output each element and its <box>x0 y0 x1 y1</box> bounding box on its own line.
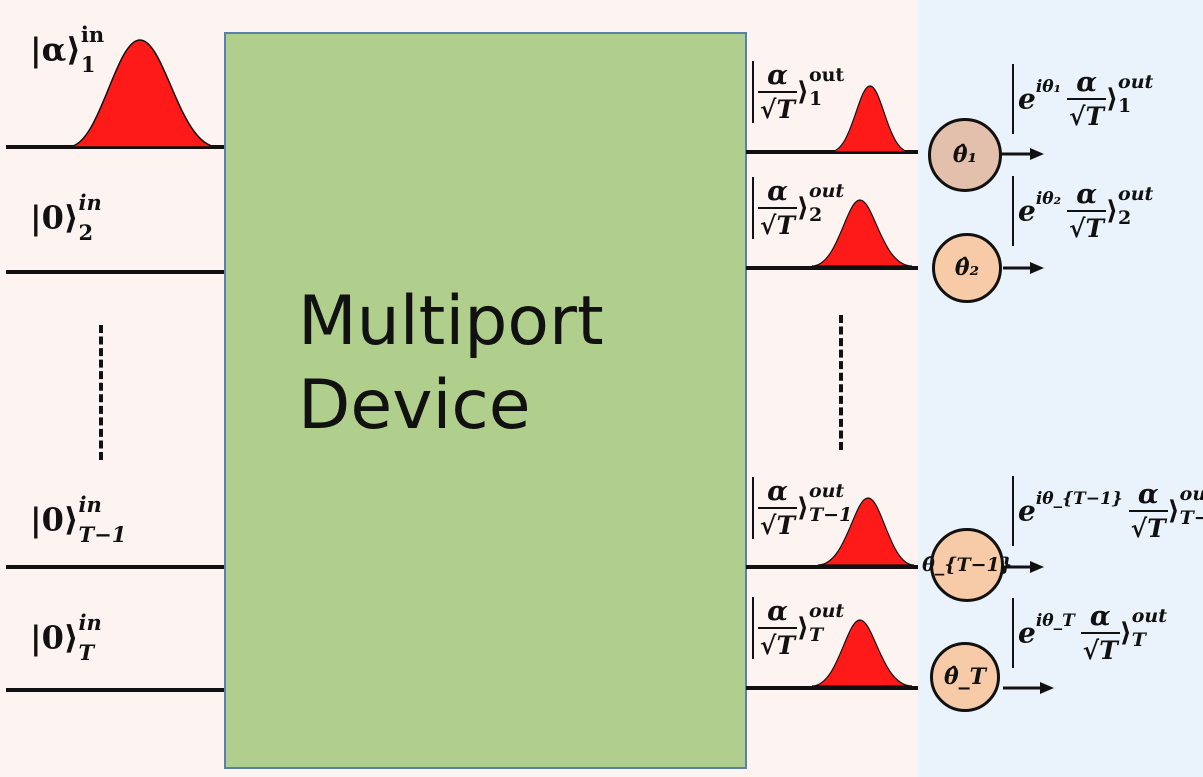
output-sup-1: out <box>808 64 845 86</box>
output-num-T: α <box>767 596 788 627</box>
output-sub-T-1: T−1 <box>808 504 853 526</box>
arrow-head-2 <box>1030 262 1044 274</box>
arrow-head-1 <box>1030 148 1044 160</box>
device-label-line2: Device <box>298 366 531 446</box>
output-pulse-2 <box>811 199 913 267</box>
input-sub-1: 1 <box>80 52 96 77</box>
output-num-1: α <box>767 60 788 91</box>
input-sub-T: T <box>78 640 95 665</box>
detector-T-1: θ̂_{T−1} <box>922 528 1012 602</box>
input-ellipsis-dashes <box>99 325 103 460</box>
output-pulse-1 <box>829 85 911 153</box>
detector-2: θ̂₂ <box>932 233 1002 303</box>
input-sub-T-1: T−1 <box>78 522 127 547</box>
multiport-device-box <box>224 32 747 769</box>
arrow-head-T <box>1040 682 1054 694</box>
output-pulse-T-1 <box>817 497 915 566</box>
input-pulse <box>67 39 219 148</box>
phase-exp-T-1: iθ_{T−1} <box>1035 489 1123 509</box>
output-sub-2: 2 <box>808 204 823 226</box>
input-ket-T-1: |0⟩ <box>30 500 79 539</box>
output-num-T-1: α <box>767 476 788 507</box>
input-ket-1: |α⟩ <box>30 30 81 69</box>
output-sup-2: out <box>808 180 845 202</box>
input-label-1: |α⟩in 1 <box>30 24 161 84</box>
output-ellipsis-dashes <box>839 315 843 450</box>
device-label: Multiport Device <box>298 280 604 449</box>
device-label-line1: Multiport <box>298 282 604 361</box>
input-sup-T: in <box>78 610 102 635</box>
output-sup-T: out <box>808 600 845 622</box>
input-ket-2: |0⟩ <box>30 198 79 237</box>
phase-exp-2: iθ₂ <box>1035 189 1062 209</box>
output-sup-T-1: out <box>808 480 845 502</box>
output-num-2: α <box>767 176 788 207</box>
input-sup-2: in <box>78 190 102 215</box>
input-label-2: |0⟩in 2 <box>30 192 159 252</box>
detector-T: θ̂_T <box>930 642 1000 712</box>
phase-exp-T: iθ_T <box>1035 611 1075 631</box>
output-sub-1: 1 <box>808 88 823 110</box>
arrow-head-T-1 <box>1030 561 1044 573</box>
phase-exp-1: iθ₁ <box>1035 77 1062 97</box>
output-pulse-T <box>811 619 913 687</box>
detector-1: θ̂₁ <box>928 118 1002 192</box>
input-ket-T: |0⟩ <box>30 618 79 657</box>
input-sup-1: in <box>80 22 105 47</box>
input-sub-2: 2 <box>78 220 94 245</box>
input-sup-T-1: in <box>78 492 102 517</box>
output-sub-T: T <box>808 624 824 646</box>
